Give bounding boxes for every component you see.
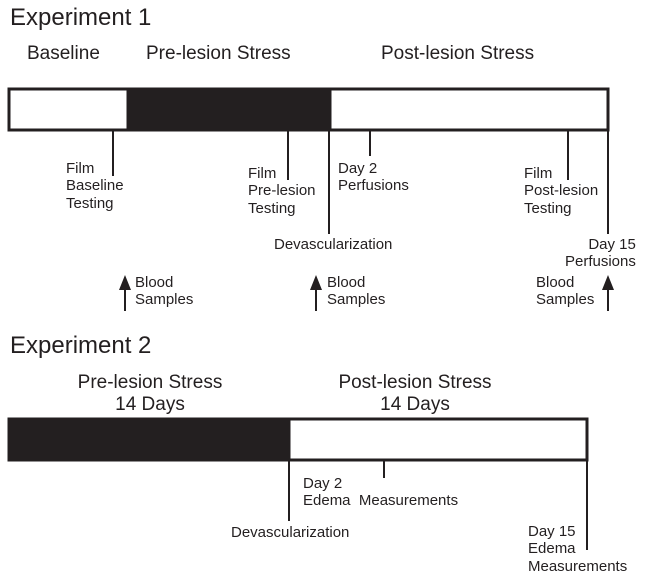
label-blood-samples-3: Blood Samples bbox=[536, 274, 594, 309]
exp2-label-day15: Day 15 Edema Measurements bbox=[528, 523, 627, 575]
label-blood-samples-2: Blood Samples bbox=[327, 274, 385, 309]
exp1-baseline-segment bbox=[7, 87, 130, 132]
label-day15-perfusions: Day 15 Perfusions bbox=[565, 236, 636, 271]
label-day2-perfusions: Day 2 Perfusions bbox=[338, 160, 409, 195]
exp2-label-day2: Day 2 Edema Measurements bbox=[303, 475, 458, 510]
exp2-postlesion-segment bbox=[287, 417, 589, 462]
blood-arrow-2 bbox=[310, 275, 322, 311]
line: Testing bbox=[248, 199, 296, 217]
exp2-title: Experiment 2 bbox=[10, 332, 152, 359]
exp2-phase-postlesion: Post-lesion Stress 14 Days bbox=[300, 372, 530, 416]
label-blood-samples-1: Blood Samples bbox=[135, 274, 193, 309]
line: Blood bbox=[135, 274, 174, 291]
line: Samples bbox=[135, 291, 194, 309]
exp1-phase-postlesion: Post-lesion Stress bbox=[381, 43, 535, 64]
label-devascularization: Devascularization bbox=[274, 236, 393, 253]
label-film-baseline: Film Baseline Testing bbox=[66, 160, 124, 212]
line: Edema bbox=[528, 540, 576, 558]
line: Baseline bbox=[66, 177, 124, 195]
exp2-phase-prelesion: Pre-lesion Stress 14 Days bbox=[40, 372, 260, 416]
line: Testing bbox=[524, 199, 572, 217]
exp1-title: Experiment 1 bbox=[10, 4, 152, 31]
line: Edema Measurements bbox=[303, 492, 459, 510]
line: Film bbox=[248, 165, 277, 182]
phase-name: Post-lesion Stress bbox=[338, 372, 492, 393]
blood-arrow-1 bbox=[119, 275, 131, 311]
line: Day 2 bbox=[303, 475, 343, 492]
line: Samples bbox=[327, 291, 386, 309]
line: Measurements bbox=[528, 557, 628, 575]
line: Samples bbox=[536, 291, 595, 309]
line: Perfusions bbox=[338, 177, 409, 195]
blood-arrow-3 bbox=[602, 275, 614, 311]
exp1-phase-prelesion: Pre-lesion Stress bbox=[146, 43, 291, 64]
line: Post-lesion bbox=[524, 182, 599, 200]
exp1-phase-baseline: Baseline bbox=[27, 43, 100, 64]
exp1-postlesion-segment bbox=[328, 87, 610, 132]
line: Blood bbox=[327, 274, 366, 291]
line: Day 15 bbox=[588, 236, 636, 253]
exp2-prelesion-segment bbox=[7, 417, 291, 462]
label-film-prelesion: Film Pre-lesion Testing bbox=[248, 165, 316, 217]
phase-duration: 14 Days bbox=[115, 393, 185, 415]
line: Film bbox=[524, 165, 553, 182]
line: Testing bbox=[66, 194, 114, 212]
line: Blood bbox=[536, 274, 575, 291]
line: Perfusions bbox=[565, 253, 636, 271]
line: Day 2 bbox=[338, 160, 378, 177]
line: Pre-lesion bbox=[248, 182, 316, 200]
line: Day 15 bbox=[528, 523, 576, 540]
line: Film bbox=[66, 160, 95, 177]
phase-name: Pre-lesion Stress bbox=[77, 372, 223, 393]
phase-duration: 14 Days bbox=[380, 393, 450, 415]
exp2-label-devascularization: Devascularization bbox=[231, 524, 350, 541]
label-film-postlesion: Film Post-lesion Testing bbox=[524, 165, 598, 217]
exp1-prelesion-segment bbox=[126, 87, 332, 132]
